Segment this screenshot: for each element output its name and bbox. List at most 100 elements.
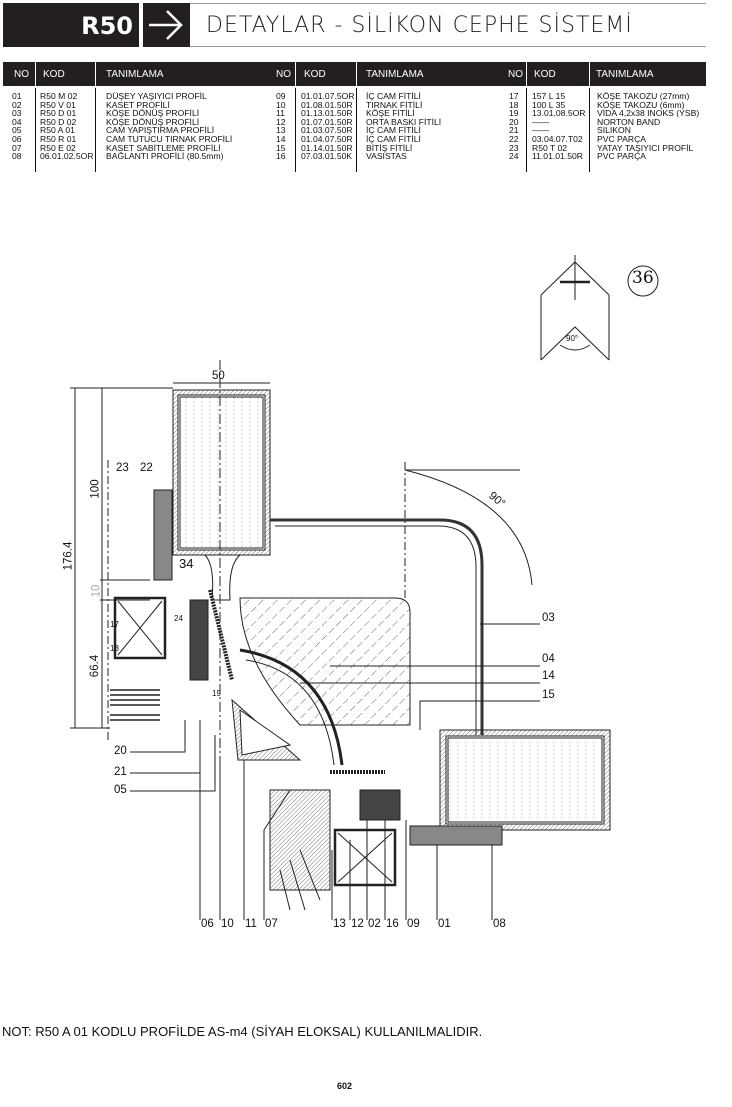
page-number: 602 — [337, 1081, 353, 1091]
table-cell: KÖŞE TAKOZU (27mm) — [597, 91, 690, 101]
label-23: 23 — [116, 462, 129, 474]
label-19: 19 — [212, 689, 221, 698]
bottom-label: 10 — [221, 918, 234, 930]
table-cell: 11 — [276, 108, 285, 119]
table-cell: BAĞLANTI PROFİLİ (80.5mm) — [106, 151, 224, 162]
table-cell: CAM TUTUCU TIRNAK PROFİLİ — [106, 133, 233, 144]
table-cell: 10 — [276, 99, 286, 110]
bottom-label: 07 — [265, 918, 278, 930]
label-03: 03 — [542, 612, 555, 624]
col-kod: KOD — [43, 69, 65, 80]
table-cell: 08 — [12, 151, 22, 162]
label-22: 22 — [140, 462, 153, 474]
table-cell: 05 — [12, 125, 22, 136]
table-cell: 18 — [509, 99, 519, 110]
table-cell: 22 — [509, 133, 519, 144]
col-no: NO — [276, 69, 291, 80]
table-cell: 01.03.07.50R — [301, 125, 353, 136]
table-cell: —— — [532, 125, 550, 136]
table-cell: 17 — [509, 91, 519, 101]
dimension-176-4: 176.4 — [62, 541, 75, 571]
table-cell: 09 — [276, 91, 286, 101]
table-cell: İÇ CAM FİTİLİ — [366, 133, 421, 144]
table-cell: 157 L 15 — [532, 91, 566, 101]
table-cell: R50 R 01 — [40, 133, 77, 144]
table-cell: 16 — [276, 151, 286, 162]
bottom-label: 09 — [407, 918, 420, 930]
table-cell: TIRNAK FİTİLİ — [366, 99, 423, 110]
table-cell: KÖŞE FİTİLİ — [366, 108, 415, 119]
label-14: 14 — [542, 670, 555, 682]
table-cell: 12 — [276, 116, 286, 127]
label-24: 24 — [174, 614, 183, 623]
label-18: 18 — [110, 644, 119, 653]
table-cell: KÖŞE TAKOZU (6mm) — [597, 99, 685, 110]
table-cell: 100 L 35 — [532, 99, 566, 110]
col-no: NO — [14, 69, 29, 80]
table-cell: İÇ CAM FİTİLİ — [366, 125, 421, 136]
bottom-label: 11 — [245, 918, 257, 930]
bottom-label: 06 — [201, 918, 214, 930]
table-cell: R50 T 02 — [532, 142, 568, 153]
dimension-50: 50 — [212, 370, 225, 382]
table-cell: 03.04.07.T02 — [532, 133, 583, 144]
page-title: DETAYLAR - SİLİKON CEPHE SİSTEMİ — [190, 3, 706, 47]
table-column-tanim: KÖŞE TAKOZU (27mm)KÖŞE TAKOZU (6mm)VİDA … — [597, 92, 699, 161]
detail-number: 36 — [632, 268, 654, 288]
table-cell: 07 — [12, 142, 22, 153]
dimension-10: 10 — [90, 584, 103, 598]
dimension-34: 34 — [179, 556, 194, 571]
table-cell: KASET PROFİLİ — [106, 99, 170, 110]
table-cell: YATAY TAŞIYICI PROFİL — [597, 142, 694, 153]
label-21: 21 — [114, 766, 127, 778]
table-cell: 01.07.01.50R — [301, 116, 353, 127]
table-cell: 24 — [509, 151, 519, 162]
table-cell: DÜŞEY YAŞIYICI PROFİL — [106, 91, 207, 101]
table-cell: NORTON BAND — [597, 116, 661, 127]
table-header: NO KOD TANIMLAMA NO KOD TANIMLAMA NO KOD… — [3, 62, 706, 86]
bottom-label: 16 — [386, 918, 399, 930]
bottom-label: 08 — [493, 918, 506, 930]
table-cell: 03 — [12, 108, 22, 119]
table-cell: 07.03.01.50K — [301, 151, 353, 162]
table-cell: 13 — [276, 125, 286, 136]
table-cell: R50 D 02 — [40, 116, 77, 127]
table-cell: 15 — [276, 142, 286, 153]
table-cell: KÖŞE DÖNÜŞ PROFİLİ — [106, 108, 200, 119]
table-cell: R50 D 01 — [40, 108, 77, 119]
table-cell: PVC PARÇA — [597, 133, 647, 144]
arrow-right-icon — [143, 3, 190, 47]
table-cell: VASISTAS — [366, 151, 407, 162]
table-cell: R50 A 01 — [40, 125, 75, 136]
table-cell: BİTİŞ FİTİLİ — [366, 142, 413, 153]
technical-drawing — [70, 255, 659, 920]
table-cell: 02 — [12, 99, 22, 110]
corner-angle-label: 90° — [566, 334, 579, 343]
table-cell: 06 — [12, 133, 22, 144]
table-cell: İÇ CAM FİTİLİ — [366, 91, 421, 101]
table-cell: 20 — [509, 116, 519, 127]
table-cell: SILIKON — [597, 125, 631, 136]
table-cell: KASET SABİTLEME PROFİLİ — [106, 142, 221, 153]
label-05: 05 — [114, 784, 127, 796]
table-cell: 01.13.01.50R — [301, 108, 353, 119]
table-cell: CAM YAPIŞTIRMA PROFİLİ — [106, 125, 215, 136]
table-cell: PVC PARÇA — [597, 151, 647, 162]
table-cell: 21 — [509, 125, 519, 136]
bottom-label: 02 — [368, 918, 381, 930]
bottom-label: 01 — [438, 918, 451, 930]
series-badge: R50 — [3, 3, 139, 47]
table-cell: 19 — [509, 108, 519, 119]
label-17: 17 — [110, 620, 119, 629]
col-no: NO — [508, 69, 523, 80]
label-20: 20 — [114, 745, 127, 757]
col-kod: KOD — [304, 69, 326, 80]
table-cell: KÖŞE DÖNÜŞ PROFİLİ — [106, 116, 200, 127]
table-cell: 04 — [12, 116, 22, 127]
